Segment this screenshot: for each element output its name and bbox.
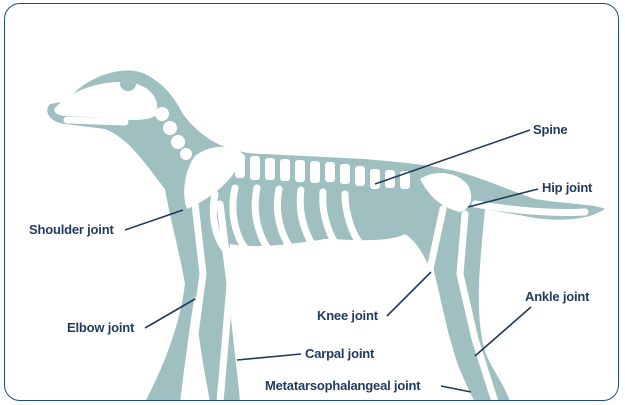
skull <box>54 82 157 120</box>
ankle-joint-leader <box>475 307 531 356</box>
eye-socket <box>120 77 136 91</box>
label-spine: Spine <box>533 122 567 137</box>
knee-joint-leader <box>387 272 431 316</box>
carpal-joint-leader <box>237 354 301 360</box>
dog-skeleton-diagram: Spine Hip joint Shoulder joint Elbow joi… <box>5 4 619 401</box>
label-knee-joint: Knee joint <box>317 308 379 323</box>
label-shoulder-joint: Shoulder joint <box>29 222 114 237</box>
metatarsophalangeal-joint-leader <box>441 386 471 392</box>
label-metatarsophalangeal-joint: Metatarsophalangeal joint <box>265 378 421 393</box>
label-elbow-joint: Elbow joint <box>67 320 135 335</box>
jaw <box>67 120 125 122</box>
label-carpal-joint: Carpal joint <box>305 346 375 361</box>
label-hip-joint: Hip joint <box>542 180 593 195</box>
diagram-frame: Spine Hip joint Shoulder joint Elbow joi… <box>4 3 619 401</box>
label-ankle-joint: Ankle joint <box>525 289 590 304</box>
